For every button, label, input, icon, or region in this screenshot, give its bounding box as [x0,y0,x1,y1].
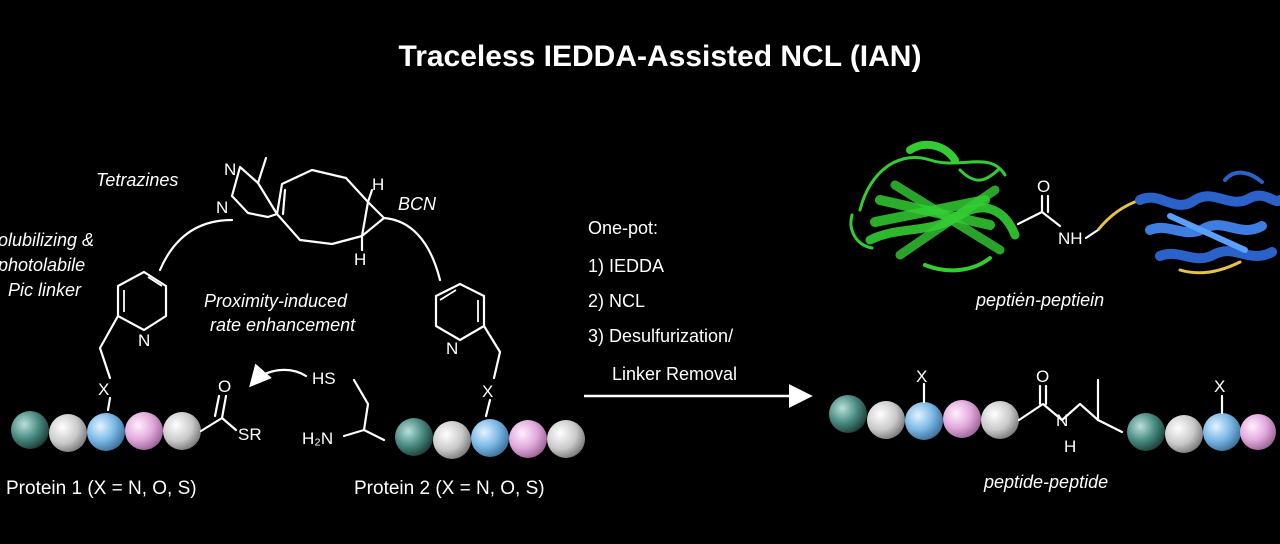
bead-gray [981,401,1019,439]
product-top-nh: NH [1058,229,1083,248]
thioester-o: O [218,377,231,396]
right-pyridine: N X [434,282,502,418]
product-bottom-label: peptide-peptide [983,472,1108,492]
cysteine-h2n: H₂N [302,429,333,448]
thioester-sr: SR [238,425,262,444]
bead-teal [829,395,867,433]
bead-gray [49,414,87,452]
green-protein-cartoon [849,140,1020,273]
reaction-steps: One-pot: 1) IEDDA 2) NCL 3) Desulfurizat… [584,218,813,408]
product-bottom-o: O [1036,367,1049,386]
bead-pink [1240,414,1276,450]
linker-label-line3: Pic linker [8,280,82,300]
bead-teal [1127,413,1165,451]
blue-protein-cartoon [1135,170,1280,275]
right-pyridine-n: N [446,339,458,358]
bead-gray [1165,415,1203,453]
bead-gray [433,421,471,459]
linker-label-line1: olubilizing & [0,230,94,250]
cysteine-hs: HS [312,369,336,388]
step-3: 3) Desulfurization/ [588,326,733,346]
page-title: Traceless IEDDA-Assisted NCL (IAN) [399,40,922,73]
steps-heading: One-pot: [588,218,658,238]
left-pyridine-n: N [138,331,150,350]
right-x: X [482,382,493,401]
product-bottom-x2: X [1214,377,1225,396]
proximity-label-line2: rate enhancement [210,315,356,335]
step-1: 1) IEDDA [588,256,664,276]
linker-label-line2: photolabile [0,255,85,275]
protein2-chain: HS H₂N [302,369,585,459]
bead-teal [395,418,433,456]
product-bottom-x1: X [916,367,927,386]
product-peptide-chain: X O N H X [829,367,1276,456]
bead-gray [547,420,585,458]
product-top-o: O [1037,177,1050,196]
protein2-label: Protein 2 (X = N, O, S) [354,478,545,499]
bead-pink [509,420,547,458]
bead-pink [125,412,163,450]
atom-n-1: N [224,160,236,179]
product-bottom-h: H [1064,437,1076,456]
tetrazine-bcn-adduct: N N H H [158,156,442,282]
bead-blue [471,419,509,457]
product-protein-structure: O NH [849,140,1280,275]
atom-h-1: H [372,175,384,194]
product-bottom-n: N [1056,411,1068,430]
step-3-cont: Linker Removal [612,364,737,384]
left-x: X [98,380,109,399]
bead-gray [163,412,201,450]
bead-gray [867,401,905,439]
bcn-label: BCN [398,194,437,214]
atom-h-2: H [354,250,366,269]
product-top-label: peptiėn-peptiein [975,290,1104,310]
nucleophile-arrow [249,363,308,388]
bead-blue [905,402,943,440]
left-pyridine: N X [98,270,168,412]
tetrazines-label: Tetrazines [96,170,178,190]
step-2: 2) NCL [588,291,645,311]
protein1-chain: O SR [11,377,262,452]
bead-blue [1203,413,1241,451]
protein1-label: Protein 1 (X = N, O, S) [6,478,197,499]
atom-n-2: N [216,198,228,217]
bead-teal [11,411,49,449]
bead-pink [943,400,981,438]
proximity-label-line1: Proximity-induced [204,291,348,311]
bead-blue [87,413,125,451]
